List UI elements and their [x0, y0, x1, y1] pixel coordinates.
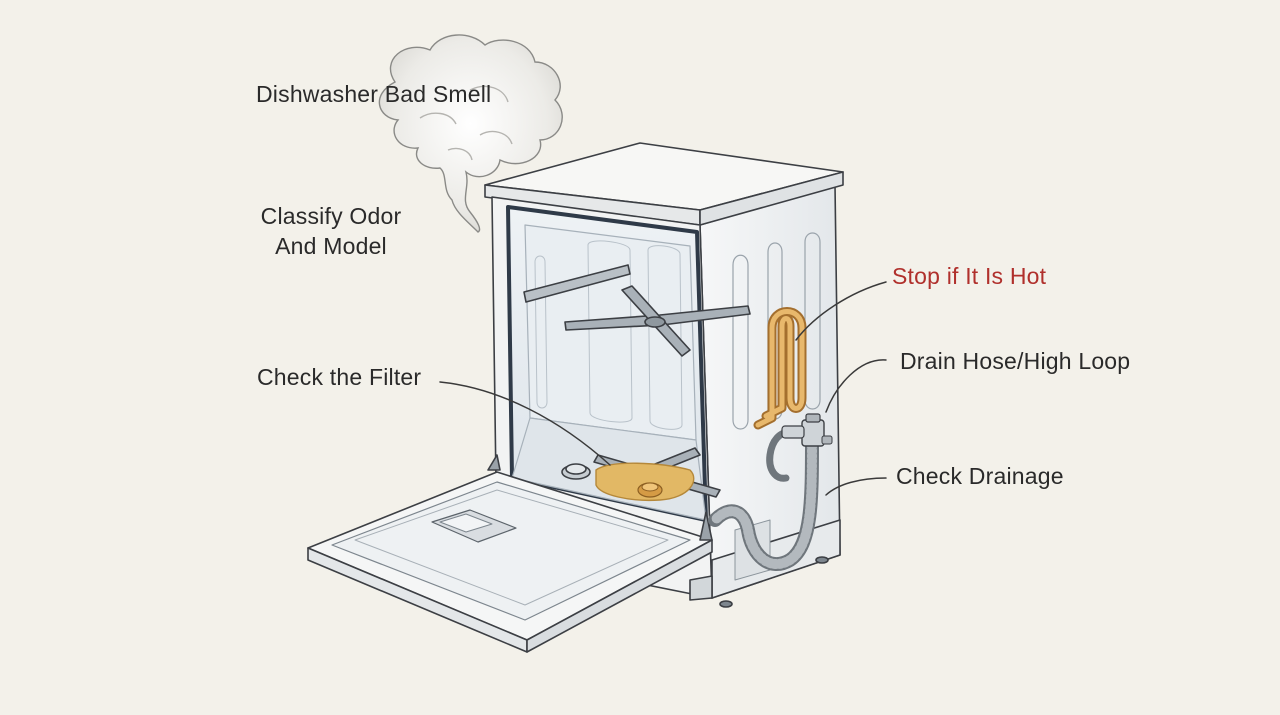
check-drainage-label: Check Drainage — [896, 463, 1064, 489]
callout-lines — [439, 281, 887, 496]
smoke-cloud-icon — [378, 34, 563, 233]
drainage-callout-line — [825, 477, 887, 496]
drain-hose-label: Drain Hose/High Loop — [900, 348, 1131, 374]
diagram-title: Dishwasher Bad Smell — [256, 81, 492, 107]
check-filter-label: Check the Filter — [257, 364, 422, 390]
heat-callout-line — [795, 281, 887, 341]
filter-icon — [595, 462, 695, 502]
heating-element-icon — [753, 307, 807, 430]
drain-hose-icon — [708, 413, 833, 571]
drain-hose-callout-line — [825, 359, 887, 413]
classify-odor-label: Classify Odor And Model — [256, 201, 406, 261]
classify-odor-line1: Classify Odor — [260, 203, 402, 229]
dishwasher-illustration — [307, 142, 844, 653]
classify-odor-line2: And Model — [275, 233, 387, 259]
filter-callout-line — [439, 381, 611, 466]
stop-if-hot-label: Stop if It Is Hot — [892, 263, 1047, 289]
